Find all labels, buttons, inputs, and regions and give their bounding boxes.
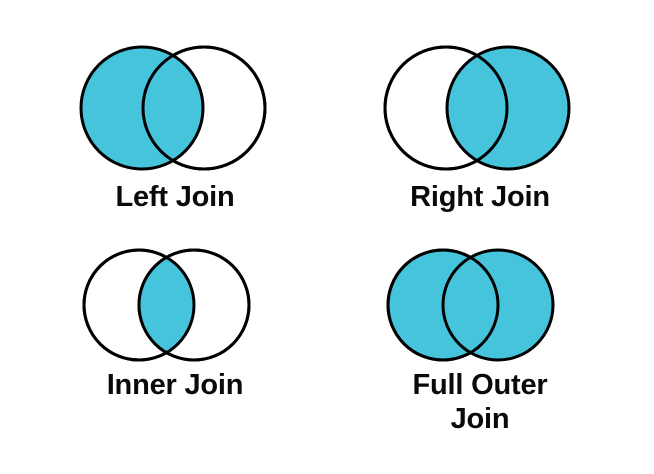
label-full-outer-join: Full Outer Join [412, 369, 548, 435]
left-join-right-circle-outline [141, 45, 267, 171]
label-inner-join: Inner Join [106, 369, 244, 401]
inner-join-venn-svg [82, 248, 251, 362]
inner-join-right-circle-outline [137, 248, 251, 362]
right-join-venn-svg [383, 45, 571, 171]
diagram-full-outer-join [380, 243, 590, 367]
full-outer-join-venn-svg [386, 248, 555, 362]
inner-join-left-circle-outline [82, 248, 196, 362]
full-outer-join-left-circle-outline [386, 248, 500, 362]
diagram-right-join [374, 38, 594, 178]
diagram-inner-join [76, 243, 286, 367]
label-left-join: Left Join [115, 181, 235, 213]
inner-join-intersection [139, 250, 194, 360]
diagram-left-join [70, 38, 290, 178]
left-join-venn-svg [79, 45, 267, 171]
right-join-left-circle-outline [383, 45, 509, 171]
label-right-join: Right Join [410, 181, 550, 213]
